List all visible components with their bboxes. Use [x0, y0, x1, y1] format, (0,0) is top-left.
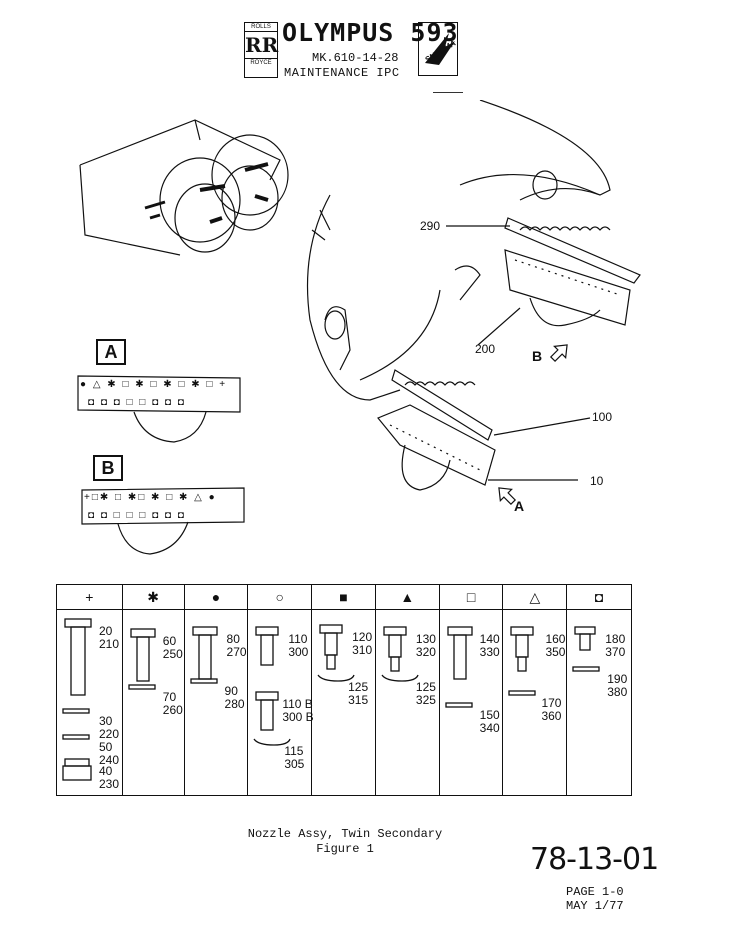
view-b-fastener-row-1: +□✱ □ ✱□ ✱ □ ✱ △ ●: [84, 492, 217, 503]
nacelle-overview-illustration: [79, 119, 289, 256]
fastener-symbol-header: +: [57, 585, 122, 610]
nozzle-assembly-drawing: [79, 100, 641, 506]
view-a-arrow-icon: [498, 487, 517, 506]
page-number: PAGE 1-0: [566, 885, 624, 899]
fastener-part-icon: [447, 626, 473, 680]
fastener-part-icon: [62, 734, 90, 740]
figure-caption-number: Figure 1: [316, 842, 374, 856]
part-200-panel: [504, 249, 631, 327]
view-a-label: A: [96, 339, 126, 365]
view-b-marker: B: [532, 348, 543, 364]
fastener-part-icon: [508, 690, 537, 696]
fastener-symbol-header: ◘: [567, 585, 632, 610]
part-290-strip: [504, 217, 641, 284]
view-a-fastener-row-2: ◘ ◘ ◘ □ □ ◘ ◘ ◘: [88, 397, 186, 408]
fastener-symbol-header: ■: [312, 585, 375, 610]
fastener-part-icon: [383, 626, 407, 672]
rr-logo-bottom: ROYCE: [250, 60, 272, 66]
fastener-part-icon: [255, 691, 279, 731]
fastener-part-icon: [64, 618, 92, 696]
fastener-symbol-header: ○: [248, 585, 312, 610]
fastener-symbol-header: ▲: [375, 585, 439, 610]
fastener-part-icon: [572, 666, 600, 672]
fastener-part-icon: [574, 626, 596, 651]
fastener-part-icon: [130, 628, 156, 682]
rr-logo-top: ROLLS: [251, 24, 271, 30]
callout-290: 290: [420, 219, 441, 233]
header-rule: [433, 92, 463, 93]
callout-leaders: [446, 225, 591, 481]
fastener-part-icon: [255, 626, 279, 666]
nozzle-structure-illustration: [306, 100, 611, 401]
fastener-part-icon: [253, 738, 291, 746]
rolls-royce-logo: ROLLS RR ROYCE: [244, 22, 278, 78]
snecma-bird-icon: [425, 33, 455, 65]
fastener-part-icon: [62, 758, 92, 781]
fastener-symbol-header: △: [503, 585, 567, 610]
fastener-part-icon: [319, 624, 343, 670]
fastener-symbol-header: ✱: [122, 585, 184, 610]
fastener-part-icon: [189, 678, 218, 684]
fastener-part-icon: [128, 684, 156, 690]
manual-title: MAINTENANCE IPC: [284, 66, 400, 80]
view-a-panel-outline: [77, 375, 241, 443]
view-b-label: B: [93, 455, 123, 481]
view-b-fastener-row-2: ◘ ◘ □ □ □ ◘ ◘ ◘: [88, 510, 186, 521]
engine-model: MK.610-14-28: [312, 51, 399, 65]
fastener-part-icon: [510, 626, 535, 672]
rr-logo-monogram: RR: [245, 31, 279, 59]
fastener-part-icon: [62, 708, 90, 714]
snecma-logo: SNECMA: [418, 22, 458, 76]
fastener-part-icon: [381, 674, 419, 682]
view-a-fastener-row-1: ● △ ✱ □ ✱ □ ✱ □ ✱ □ +: [80, 379, 228, 390]
document-number: 78-13-01: [530, 842, 659, 877]
revision-date: MAY 1/77: [566, 899, 624, 913]
callout-10: 10: [590, 474, 604, 488]
fastener-part-icon: [317, 674, 355, 682]
fastener-symbol-header: ●: [184, 585, 248, 610]
part-100-strip: [391, 369, 493, 441]
callout-200: 200: [475, 342, 496, 356]
figure-caption-title: Nozzle Assy, Twin Secondary: [247, 827, 443, 841]
fastener-symbol-header: □: [439, 585, 503, 610]
part-10-panel: [377, 404, 496, 491]
callout-100: 100: [592, 410, 613, 424]
view-b-panel-outline: [81, 487, 245, 555]
view-a-marker: A: [514, 498, 525, 514]
view-b-arrow-icon: [549, 344, 568, 363]
fastener-part-icon: [445, 702, 473, 708]
